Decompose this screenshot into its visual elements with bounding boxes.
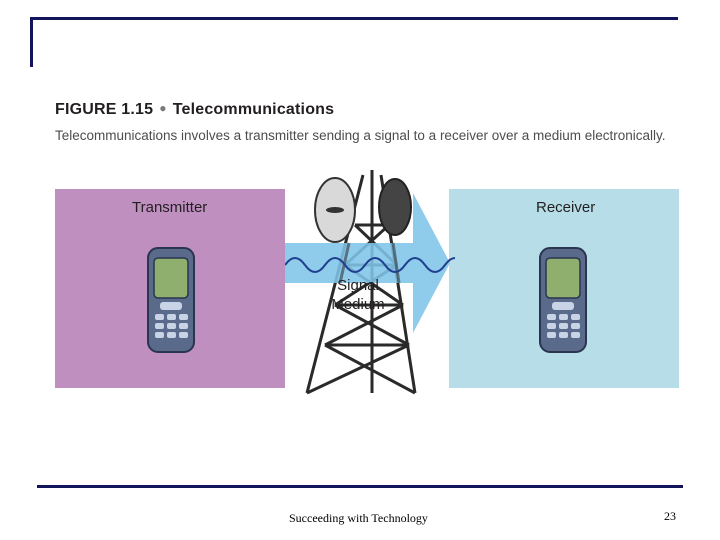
transmitter-phone-icon <box>147 247 195 353</box>
signal-label: Signal <box>337 277 379 294</box>
slide-frame-top <box>30 17 678 20</box>
tower-arrow-graphic <box>285 170 455 395</box>
figure-title: FIGURE 1.15 ● Telecommunications <box>55 101 334 119</box>
receiver-phone-icon <box>539 247 587 353</box>
figure-caption: Telecommunications involves a transmitte… <box>55 128 666 143</box>
signal-medium-label: Signal Medium <box>318 276 398 314</box>
transmitter-label: Transmitter <box>132 199 208 216</box>
footer-divider <box>37 485 683 488</box>
right-dish-icon <box>378 178 412 236</box>
figure-name: Telecommunications <box>172 101 335 118</box>
footer-title: Succeeding with Technology <box>289 511 428 525</box>
bullet-icon: ● <box>159 101 167 115</box>
receiver-label: Receiver <box>536 199 596 216</box>
figure-number: FIGURE 1.15 <box>55 101 154 118</box>
signal-wave <box>285 257 455 273</box>
medium-label: Medium <box>331 296 385 313</box>
slide-frame-left <box>30 17 33 67</box>
page-number: 23 <box>664 509 676 523</box>
